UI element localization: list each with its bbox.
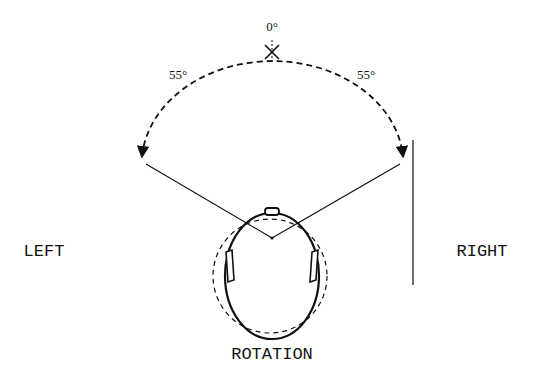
caption-label: ROTATION bbox=[231, 346, 313, 363]
direction-label: LEFT bbox=[24, 243, 65, 260]
angle-label: 55° bbox=[357, 68, 375, 81]
angle-label: 55° bbox=[169, 68, 187, 81]
direction-label: RIGHT bbox=[456, 243, 507, 260]
angle-label: 0° bbox=[266, 20, 278, 33]
